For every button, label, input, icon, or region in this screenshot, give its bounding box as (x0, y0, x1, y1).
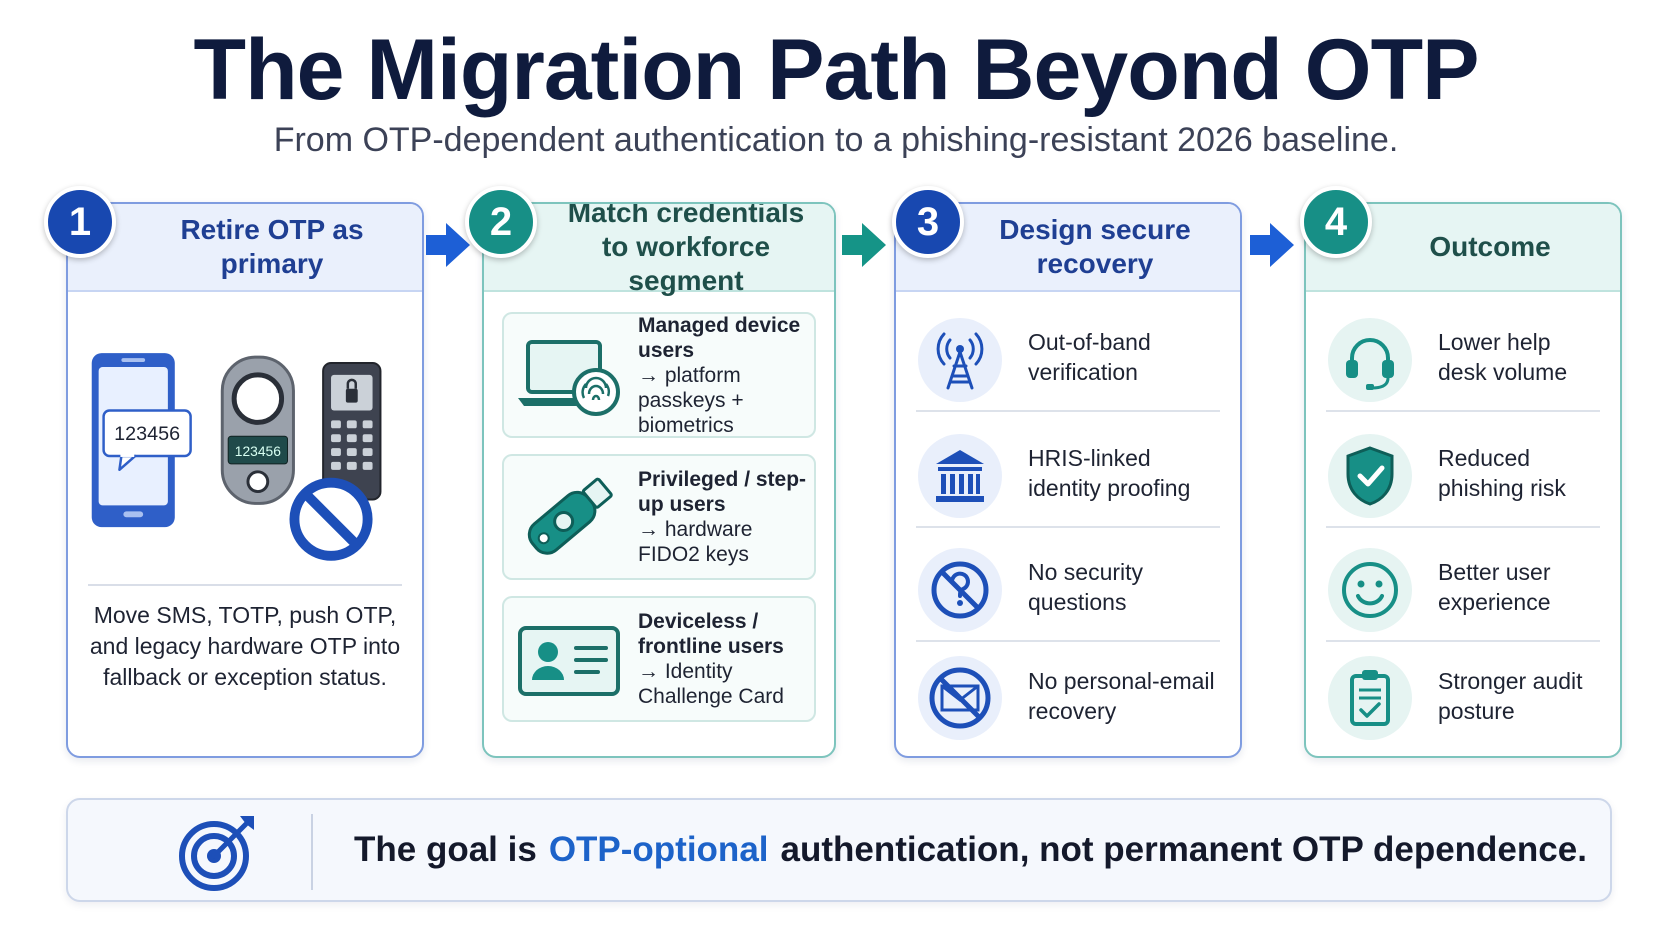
recovery-item-label: HRIS-linked identity proofing (1028, 445, 1191, 501)
divider (88, 584, 402, 586)
shield-check-icon (1346, 446, 1394, 506)
list-item: Lower help desk volume (1326, 304, 1600, 412)
step-2-title: Match credentials to workforce segment (484, 204, 834, 296)
list-item: No security questions (916, 534, 1220, 642)
smiley-icon (1342, 562, 1398, 618)
sms-code: 123456 (114, 423, 180, 445)
segment-credential: → Identity Challenge Card (638, 660, 784, 708)
segment-item: Managed device users → platform passkeys… (502, 312, 816, 438)
step-1-card: Retire OTP as primary 123456 123456 (66, 202, 424, 758)
list-item: Stronger audit posture (1326, 642, 1600, 750)
no-question-icon (931, 561, 989, 619)
goal-banner: The goal is OTP-optional authentication,… (66, 798, 1612, 902)
divider (311, 814, 313, 890)
recovery-item-label: No security questions (1028, 559, 1144, 615)
segment-item: Deviceless / frontline users → Identity … (502, 596, 816, 722)
sms-bubble-icon: 123456 (102, 409, 192, 472)
otp-devices-illustration: 123456 123456 (91, 353, 382, 561)
list-item: HRIS-linked identity proofing (916, 420, 1220, 528)
segment-credential: → platform passkeys + biometrics (638, 363, 744, 437)
segment-lead: Managed device users (638, 313, 801, 362)
target-icon (179, 816, 254, 891)
segment-lead: Deviceless / frontline users (638, 610, 784, 658)
list-item: Better user experience (1326, 534, 1600, 642)
arrow-right-icon (842, 223, 886, 267)
arrow-right-icon (1250, 223, 1294, 267)
step-2-badge: 2 (465, 186, 537, 258)
id-card-icon (518, 626, 620, 696)
security-key-icon (527, 477, 613, 555)
no-email-icon (929, 667, 991, 729)
outcome-item-label: Better user experience (1438, 559, 1551, 615)
recovery-item-label: Out-of-band verification (1028, 329, 1151, 385)
clipboard-check-icon (1350, 670, 1390, 726)
goal-prefix: The goal is (354, 830, 537, 869)
segment-credential: → hardware FIDO2 keys (638, 518, 753, 566)
step-3-badge: 3 (892, 186, 964, 258)
segment-lead: Privileged / step-up users (638, 468, 807, 516)
outcome-item-label: Stronger audit posture (1438, 668, 1583, 724)
laptop-fingerprint-icon (518, 340, 620, 416)
list-item: Out-of-band verification (916, 304, 1220, 412)
token-code: 123456 (235, 443, 281, 459)
list-item: Reduced phishing risk (1326, 420, 1600, 528)
segment-item: Privileged / step-up users → hardware FI… (502, 454, 816, 580)
goal-highlight: OTP-optional (548, 830, 769, 869)
hardware-token-icon: 123456 (220, 355, 295, 505)
page-subtitle: From OTP-dependent authentication to a p… (273, 121, 1399, 159)
headset-icon (1346, 338, 1394, 390)
step-4-card: Outcome Lower help desk volume Reduced p… (1304, 202, 1622, 758)
prohibited-icon (289, 477, 373, 561)
outcome-item-label: Lower help desk volume (1438, 329, 1568, 385)
antenna-icon (936, 332, 984, 390)
step-2-card: Match credentials to workforce segment M… (482, 202, 836, 758)
list-item: No personal-email recovery (916, 642, 1220, 750)
page-title: The Migration Path Beyond OTP (193, 22, 1480, 118)
goal-suffix: authentication, not permanent OTP depend… (780, 830, 1587, 869)
outcome-item-label: Reduced phishing risk (1438, 445, 1566, 501)
institution-icon (936, 450, 984, 502)
step-4-badge: 4 (1300, 186, 1372, 258)
step-1-title: Retire OTP as primary (68, 204, 422, 292)
step-1-badge: 1 (44, 186, 116, 258)
step-1-description: Move SMS, TOTP, push OTP, and legacy har… (89, 602, 401, 690)
recovery-item-label: No personal-email recovery (1028, 668, 1215, 724)
arrow-right-icon (426, 223, 470, 267)
step-3-card: Design secure recovery Out-of-band verif… (894, 202, 1242, 758)
